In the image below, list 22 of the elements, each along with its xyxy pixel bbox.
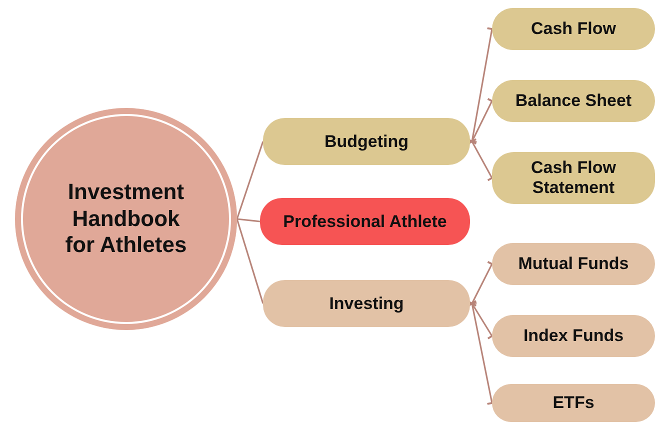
topic-box: [492, 80, 655, 122]
topic-box: [492, 384, 655, 422]
connector-line: [236, 141, 264, 220]
topic-box: [492, 8, 655, 50]
connector-line: [236, 218, 260, 222]
node-label: Balance Sheet: [514, 91, 633, 111]
node-label: Mutual Funds: [517, 254, 630, 274]
node-label: Cash Flow: [530, 19, 617, 39]
topic-box: [492, 315, 655, 357]
node-label: Investment Handbook for Athletes: [64, 179, 188, 259]
topic-box: [263, 118, 470, 165]
node-label: Cash Flow Statement: [530, 158, 617, 198]
node-label: ETFs: [552, 393, 596, 413]
highlight-box: [260, 198, 470, 245]
node-label: Investing: [328, 294, 405, 314]
topic-box: [263, 280, 470, 327]
node-label: Budgeting: [323, 132, 410, 152]
node-label: Index Funds: [522, 326, 625, 346]
connector-line: [236, 218, 264, 304]
node-label: Professional Athlete: [282, 212, 448, 232]
topic-box: [492, 243, 655, 285]
topic-box: [492, 152, 655, 204]
